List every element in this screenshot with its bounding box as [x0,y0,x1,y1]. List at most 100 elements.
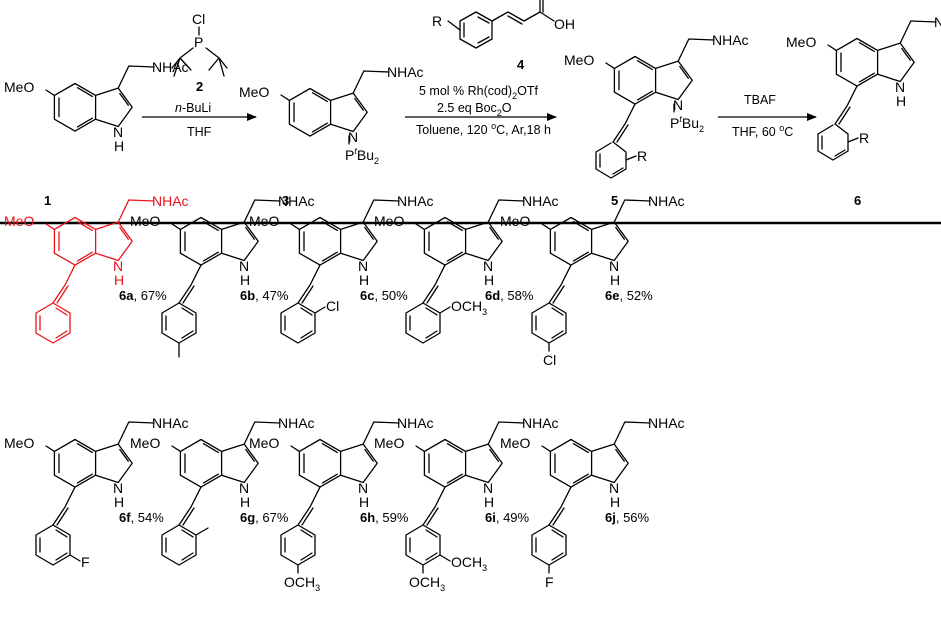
methoxy-label: MeO [249,435,279,451]
methoxy-label: MeO [786,34,816,50]
nhac-label: NHAc [152,193,189,209]
nhac-label: NHAc [397,415,434,431]
product-label-6g: 6g, 67% [240,510,289,525]
product-label-6h: 6h, 59% [360,510,409,525]
methoxy-label: OCH3 [409,574,445,593]
nh-n-label: N [113,124,123,140]
methoxy-label: MeO [4,213,34,229]
compound-number-6: 6 [854,193,861,208]
hydroxyl-label: OH [554,16,575,32]
nhac-label: NHAc [712,32,749,48]
methoxy-label: OCH3 [451,298,487,317]
nh-n-label: N [483,258,493,274]
methoxy-label: MeO [500,435,530,451]
methoxy-label: MeO [4,79,34,95]
product-label-6d: 6d, 58% [485,288,534,303]
methoxy-label: MeO [239,84,269,100]
nh-h-label: H [484,272,494,288]
nhac-label: NHAc [648,415,685,431]
reagent-2-structure: Cl P [171,11,228,77]
nh-h-label: H [484,494,494,510]
nh-n-label: N [239,258,249,274]
product-label-6b: 6b, 47% [240,288,289,303]
chlorine-label: Cl [543,352,556,368]
phosphorus-label: P [194,34,203,50]
methoxy-label: MeO [4,435,34,451]
methoxy-label: MeO [130,435,160,451]
nh-h-label: H [896,93,906,109]
reagent-4-structure: R O OH [432,0,575,49]
r-substituent-label: R [637,148,647,164]
nh-h-label: H [114,138,124,154]
methoxy-label: OCH3 [284,574,320,593]
step1-solvent-label: THF [187,125,212,139]
nh-n-label: N [609,480,619,496]
nh-h-label: H [610,272,620,288]
nh-n-label: N [239,480,249,496]
compound-1-structure: MeO NHAc N H [4,59,189,154]
nhac-label: NHAc [522,415,559,431]
nh-h-label: H [359,272,369,288]
product-label-6c: 6c, 50% [360,288,408,303]
nh-h-label: H [359,494,369,510]
product-label-6a: 6a, 67% [119,288,167,303]
nhac-label: NHAc [278,193,315,209]
methoxy-label: MeO [564,52,594,68]
fluorine-label: F [81,554,90,570]
nh-n-label: N [113,480,123,496]
nhac-label: NHAc [522,193,559,209]
step3-reagent-label: TBAF [744,93,776,107]
step2-conditions-label: Toluene, 120 oC, Ar,18 h [416,121,551,137]
nhac-label: NHAc [278,415,315,431]
product-label-6j: 6j, 56% [605,510,650,525]
nh-n-label: N [358,480,368,496]
indole-n-label: N [348,129,358,145]
compound-number-4: 4 [517,57,525,72]
nhac-label: NHAc [648,193,685,209]
compound-number-2: 2 [196,79,203,94]
methoxy-label: MeO [130,213,160,229]
product-label-6e: 6e, 52% [605,288,653,303]
methoxy-label: MeO [374,435,404,451]
step2-additive-label: 2.5 eq Boc2O [437,101,512,118]
chlorine-label: Cl [192,11,205,27]
methoxy-label: MeO [374,213,404,229]
nh-h-label: H [240,272,250,288]
step3-conditions-label: THF, 60 oC [732,123,793,139]
nhac-label: NHAc [397,193,434,209]
nh-n-label: N [609,258,619,274]
compound-3-structure: MeO NHAc N PtBu2 [239,64,424,166]
phosphinyl-label: PtBu2 [670,114,704,134]
phosphinyl-label: PtBu2 [345,146,379,166]
step2-catalyst-label: 5 mol % Rh(cod)2OTf [419,84,538,101]
r-substituent-label: R [432,13,442,29]
nh-h-label: H [114,272,124,288]
nhac-label: NHAc [152,415,189,431]
nhac-label: NHAc [152,59,189,75]
indole-n-label: N [673,97,683,113]
compound-number-3: 3 [282,193,289,208]
nh-n-label: N [483,480,493,496]
chlorine-label: Cl [326,298,339,314]
fluorine-label: F [545,574,554,590]
product-label-6i: 6i, 49% [485,510,530,525]
r-substituent-label: R [859,130,869,146]
compound-6-structure: MeO NHAc N H R [786,14,941,161]
nh-n-label: N [113,258,123,274]
compound-number-1: 1 [44,193,51,208]
product-label-6f: 6f, 54% [119,510,164,525]
methoxy-label: MeO [500,213,530,229]
methoxy-label: MeO [249,213,279,229]
step1-base-label: n-BuLi [175,101,211,115]
